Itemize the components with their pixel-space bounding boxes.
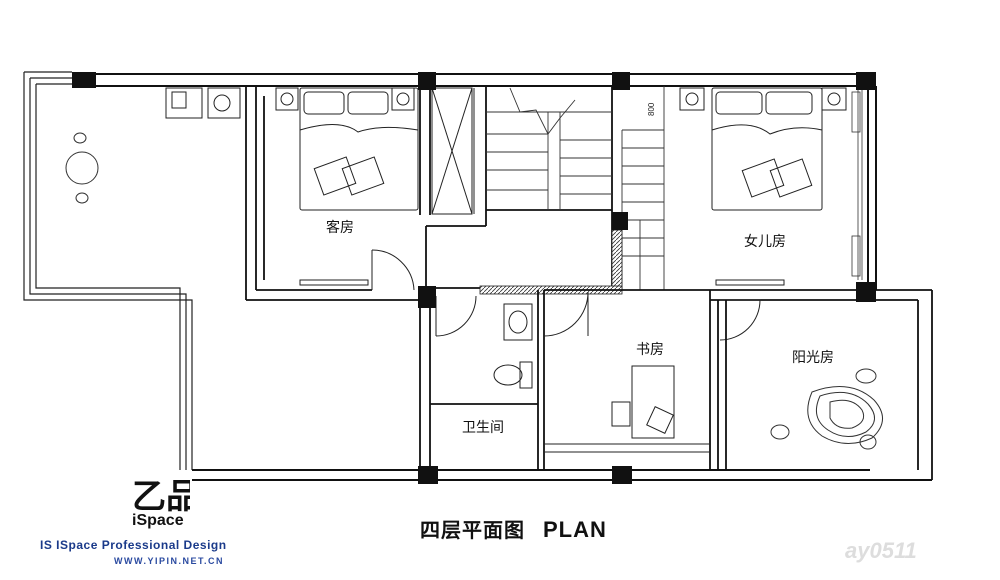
- laundry: [165, 87, 241, 119]
- brand-url: WWW.YIPIN.NET.CN: [114, 556, 224, 566]
- study-furniture: [543, 291, 761, 453]
- bathroom-fixtures: [435, 295, 533, 389]
- plan-title-cn: 四层平面图: [420, 518, 525, 542]
- logo-glyphs: 乙品: [132, 477, 190, 517]
- columns: [72, 72, 876, 484]
- guest-room-door: [371, 249, 415, 291]
- terrace: [23, 71, 193, 470]
- room-label-guest: 客房: [326, 219, 354, 236]
- hatched-wall: [611, 229, 623, 291]
- stair-hall: [420, 86, 613, 290]
- guest-room-walls: [245, 86, 431, 301]
- daughter-bed: [679, 87, 847, 286]
- sunroom-walls: [725, 289, 933, 480]
- plan-title-en: PLAN: [543, 517, 607, 542]
- guest-bed: [275, 87, 419, 286]
- study-walls: [544, 289, 719, 470]
- bathroom-walls: [419, 288, 545, 470]
- closet: [431, 87, 475, 215]
- stairs: [486, 86, 665, 290]
- room-label-daughter: 女儿房: [744, 233, 786, 250]
- sunroom-rockery: [770, 368, 883, 450]
- watermark: ay0511: [845, 538, 917, 563]
- plan-title: 四层平面图 PLAN: [420, 514, 607, 543]
- room-label-study: 书房: [636, 342, 664, 358]
- daughter-window: [851, 88, 863, 280]
- room-label-sunroom: 阳光房: [792, 350, 834, 366]
- brand-logo: 乙品: [132, 477, 190, 517]
- outer-walls: [72, 73, 932, 481]
- daughter-room-walls: [710, 289, 876, 301]
- dimension-label: 800: [647, 102, 656, 116]
- room-label-bathroom: 卫生间: [462, 420, 504, 436]
- brand-tagline: IS ISpace Professional Design: [40, 538, 227, 552]
- terrace-table-set: [65, 132, 99, 204]
- logo-sub: iSpace: [132, 512, 184, 529]
